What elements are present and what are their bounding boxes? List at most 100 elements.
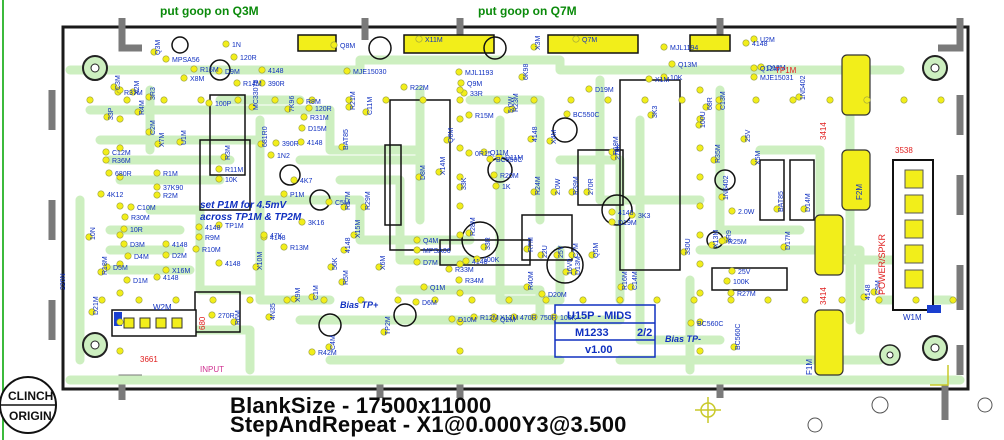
component-label: BAT85 bbox=[343, 129, 350, 150]
component-label: X13M bbox=[713, 230, 720, 248]
component-label: R17M bbox=[345, 191, 352, 210]
solder-pad bbox=[345, 96, 353, 104]
solder-pad bbox=[696, 115, 704, 123]
solder-pad bbox=[105, 169, 113, 177]
title-sheet: 2/2 bbox=[637, 327, 652, 339]
solder-pad bbox=[764, 296, 772, 304]
component-label: 10K bbox=[225, 177, 238, 184]
component-label: R16M bbox=[622, 271, 629, 290]
component-label: 750R bbox=[540, 315, 557, 322]
solder-pad bbox=[297, 138, 305, 146]
component-label: R20M bbox=[500, 173, 519, 180]
solder-pad bbox=[283, 296, 291, 304]
component-label: 10N bbox=[90, 227, 97, 240]
solder-pad bbox=[668, 60, 676, 68]
solder-pad bbox=[120, 240, 128, 248]
solder-pad bbox=[530, 188, 538, 196]
component-label: R4M bbox=[139, 100, 146, 115]
solder-pad bbox=[728, 207, 736, 215]
solder-pad bbox=[290, 176, 298, 184]
component-label: R3M bbox=[225, 145, 232, 160]
solder-pad bbox=[362, 108, 370, 116]
solder-pad bbox=[215, 165, 223, 173]
solder-pad bbox=[728, 267, 736, 275]
component-label: 25V bbox=[738, 269, 751, 276]
solder-pad bbox=[492, 182, 500, 190]
fuse-id-top: 3414 bbox=[819, 122, 828, 140]
component-label: C9M bbox=[875, 280, 882, 295]
component-label: R27M bbox=[737, 291, 756, 298]
solder-pad bbox=[538, 290, 546, 298]
solder-pad bbox=[209, 296, 217, 304]
power-connector bbox=[892, 159, 941, 313]
component-label: 330U bbox=[685, 238, 692, 255]
component-label: D18M bbox=[767, 65, 786, 72]
component-label: R33M bbox=[455, 267, 474, 274]
solder-pad bbox=[124, 252, 132, 260]
component-label: D6M bbox=[422, 300, 437, 307]
solder-pad bbox=[465, 111, 473, 119]
solder-pad bbox=[215, 175, 223, 183]
solder-pad bbox=[588, 251, 596, 259]
component-label: R11M bbox=[225, 167, 243, 174]
component-label: D9M bbox=[225, 69, 240, 76]
solder-pad bbox=[448, 315, 456, 323]
solder-pad bbox=[134, 108, 142, 116]
component-label: Q13M bbox=[678, 62, 697, 69]
component-label: R36M bbox=[112, 158, 131, 165]
component-label: 1K bbox=[502, 184, 511, 191]
solder-pad bbox=[280, 243, 288, 251]
solder-pad bbox=[647, 111, 655, 119]
component-label: R6M bbox=[235, 310, 242, 325]
component-label: MPSA56 bbox=[172, 57, 200, 64]
component-label: Q7M bbox=[582, 37, 597, 44]
component-label: R42M bbox=[318, 350, 337, 357]
component-label: 4K12 bbox=[107, 192, 123, 199]
solder-pad bbox=[826, 96, 834, 104]
solder-pad bbox=[162, 240, 170, 248]
solder-pad bbox=[110, 83, 118, 91]
solder-pad bbox=[480, 148, 488, 156]
solder-pad bbox=[116, 202, 124, 210]
solder-pad bbox=[153, 169, 161, 177]
solder-pad bbox=[503, 106, 511, 114]
origin-text: ORIGIN bbox=[9, 409, 52, 423]
solder-pad bbox=[949, 296, 957, 304]
solder-pad bbox=[583, 188, 591, 196]
component-label: C12M bbox=[112, 150, 131, 157]
solder-pad bbox=[604, 96, 612, 104]
solder-pad bbox=[530, 43, 538, 51]
solder-pad bbox=[246, 296, 254, 304]
solder-pad bbox=[723, 277, 731, 285]
solder-pad bbox=[550, 313, 558, 321]
solder-pad bbox=[800, 205, 808, 213]
component-label: R31M bbox=[310, 115, 329, 122]
solder-pad bbox=[413, 246, 421, 254]
input-connector-id: 3661 bbox=[140, 355, 158, 364]
component-label: R10M bbox=[202, 247, 221, 254]
component-label: 680R bbox=[115, 171, 132, 178]
solder-pad bbox=[153, 191, 161, 199]
f2m-label: F2M bbox=[855, 184, 864, 200]
solder-pad bbox=[750, 158, 758, 166]
component-label: 10K bbox=[670, 75, 683, 82]
component-label: 100K bbox=[483, 257, 500, 264]
solder-pad bbox=[248, 103, 256, 111]
component-label: 1N2 bbox=[277, 153, 290, 160]
clinch-origin-marker bbox=[0, 376, 57, 434]
solder-pad bbox=[116, 231, 124, 239]
w2m-label: W2M bbox=[153, 303, 172, 312]
component-label: X14M bbox=[440, 157, 447, 175]
solder-pad bbox=[718, 237, 726, 245]
component-label: C11M bbox=[367, 97, 374, 115]
solder-pad bbox=[443, 136, 451, 144]
component-label: X11M bbox=[425, 37, 443, 44]
solder-pad bbox=[258, 79, 266, 87]
component-label: C14M bbox=[632, 271, 639, 290]
solder-pad bbox=[382, 96, 390, 104]
component-label: R23M bbox=[513, 93, 520, 112]
component-label: 4148 bbox=[268, 68, 284, 75]
component-label: BC560C bbox=[697, 321, 723, 328]
bias-tp-plus: Bias TP+ bbox=[340, 300, 379, 310]
red-label-680r: TP1M bbox=[775, 66, 797, 75]
